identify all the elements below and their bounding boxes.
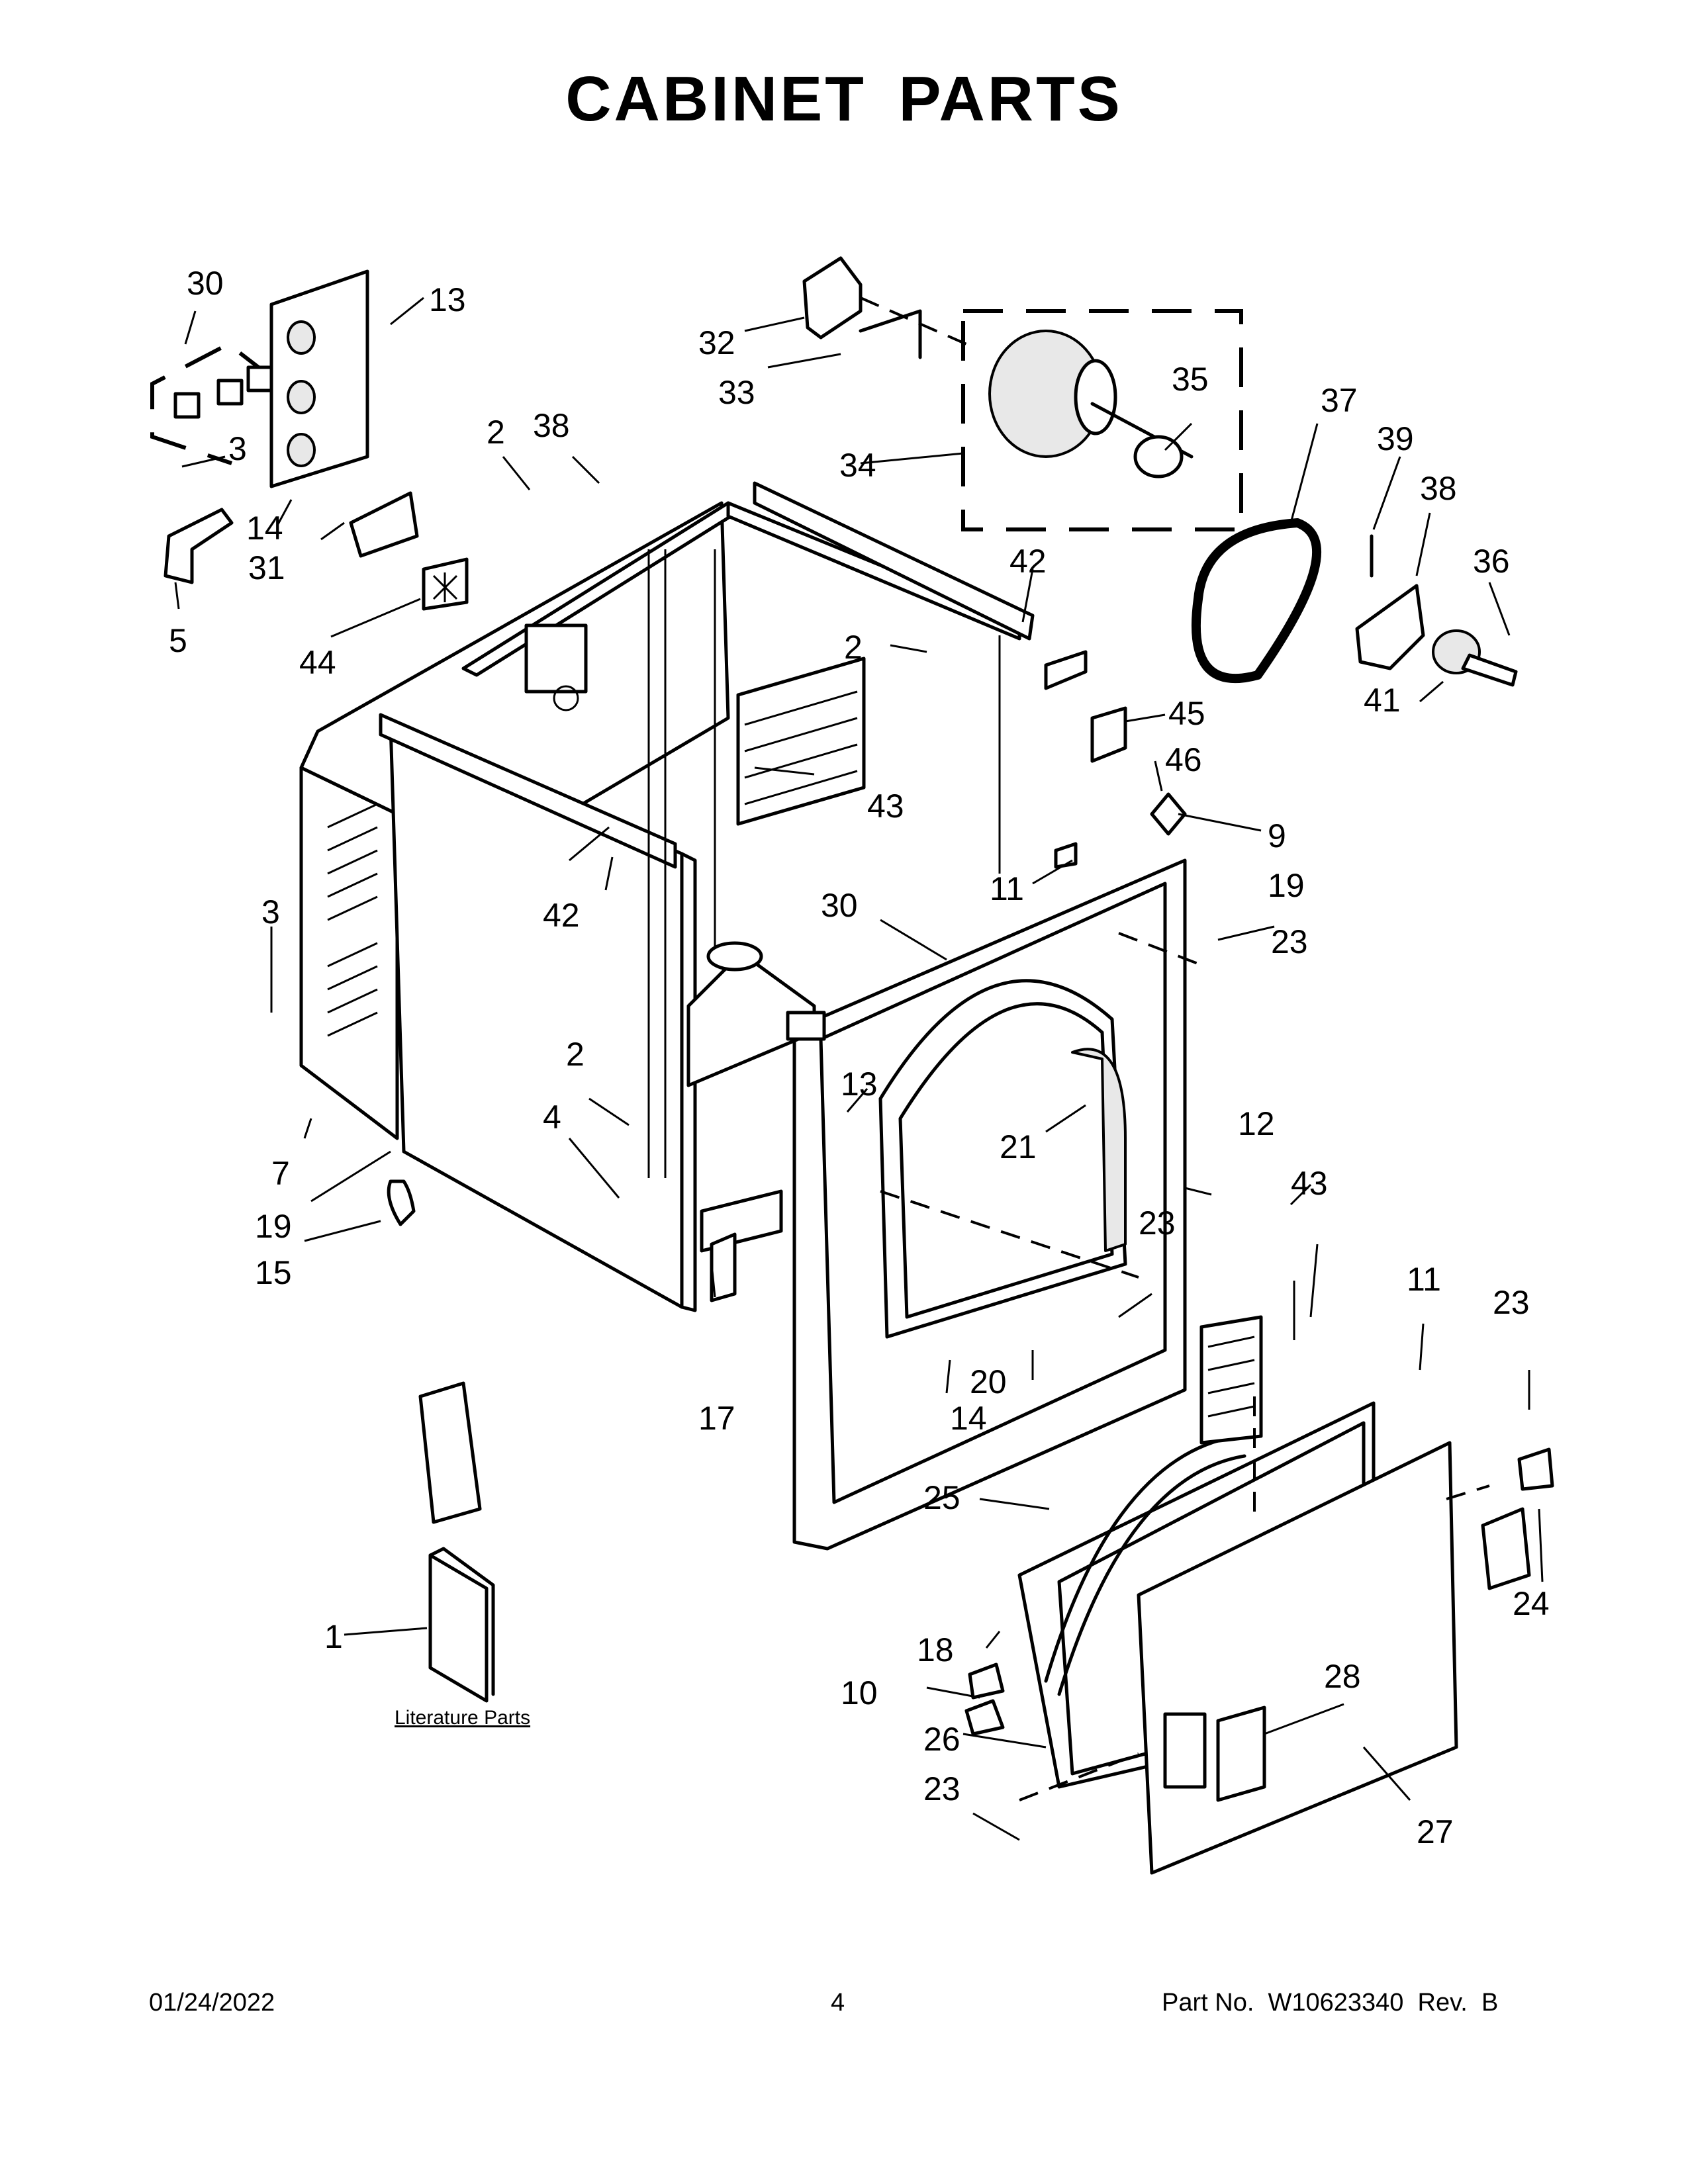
callout: 14 (950, 1400, 987, 1437)
drive-belt (1191, 518, 1321, 683)
callout: 2 (566, 1036, 585, 1073)
footer-page-number: 4 (831, 1989, 845, 2017)
callout: 19 (255, 1208, 292, 1245)
callout: 20 (970, 1363, 1007, 1400)
callout-labels: 30 13 3 14 31 5 44 2 38 32 33 34 35 37 3… (169, 265, 1550, 1850)
callout: 41 (1364, 682, 1401, 719)
callout: 32 (698, 324, 735, 361)
literature-label: Literature Parts (395, 1707, 530, 1729)
cabinet-top-frame (461, 481, 1035, 1178)
callout: 21 (1000, 1128, 1037, 1165)
callout: 18 (917, 1631, 954, 1668)
callout: 43 (1291, 1165, 1328, 1202)
front-panel (792, 858, 1187, 1551)
callout: 23 (1271, 923, 1308, 960)
callout: 5 (169, 622, 187, 659)
callout: 4 (543, 1099, 561, 1136)
callout: 11 (990, 870, 1024, 907)
callout: 25 (923, 1479, 961, 1516)
footer-date: 01/24/2022 (149, 1989, 275, 2017)
callout: 30 (821, 887, 858, 924)
callout: 23 (1139, 1205, 1176, 1242)
callout: 11 (1407, 1261, 1441, 1298)
callout: 42 (1009, 543, 1047, 580)
callout: 33 (718, 374, 755, 411)
callout: 36 (1473, 543, 1510, 580)
callout: 43 (867, 788, 904, 825)
door-assembly (1017, 1401, 1458, 1875)
callout: 2 (844, 629, 863, 666)
page-title: CABINET PARTS (565, 64, 1123, 134)
callout: 19 (1268, 867, 1305, 904)
callout: 31 (248, 549, 285, 586)
callout: 38 (533, 407, 570, 444)
callout: 30 (187, 265, 224, 302)
callout: 23 (1493, 1284, 1530, 1321)
callout: 39 (1377, 420, 1414, 457)
small-parts (164, 491, 1554, 1736)
callout: 26 (923, 1721, 961, 1758)
callout: 9 (1268, 817, 1286, 854)
callout: 45 (1168, 695, 1205, 732)
callout: 17 (698, 1400, 735, 1437)
terminal-block (150, 269, 369, 488)
motor-assembly (961, 309, 1243, 531)
callout: 14 (246, 510, 283, 547)
callout: 7 (271, 1155, 290, 1192)
callout: 44 (299, 644, 336, 681)
callout: 27 (1417, 1813, 1454, 1850)
callout: 35 (1172, 361, 1209, 398)
callout: 12 (1238, 1105, 1275, 1142)
callout: 1 (324, 1618, 343, 1655)
callout: 37 (1321, 382, 1358, 419)
callout: 42 (543, 897, 580, 934)
callout: 3 (228, 430, 247, 467)
idler-assembly (1355, 534, 1518, 687)
motor-bracket (802, 256, 967, 359)
callout: 13 (841, 1066, 878, 1103)
callout: 28 (1324, 1658, 1361, 1695)
callout: 38 (1420, 470, 1457, 507)
leader-lines (174, 296, 1544, 1841)
callout: 46 (1165, 741, 1202, 778)
footer-part-number: Part No. W10623340 Rev. B (1162, 1989, 1499, 2017)
callout: 3 (261, 893, 280, 931)
literature-parts: Literature Parts (395, 1547, 530, 1729)
callout: 2 (487, 414, 505, 451)
cabinet-base (686, 941, 826, 1253)
callout: 10 (841, 1674, 878, 1711)
callout: 34 (839, 447, 876, 484)
callout: 13 (429, 281, 466, 318)
callout: 23 (923, 1770, 961, 1807)
callout: 15 (255, 1254, 292, 1291)
callout: 24 (1513, 1585, 1550, 1622)
